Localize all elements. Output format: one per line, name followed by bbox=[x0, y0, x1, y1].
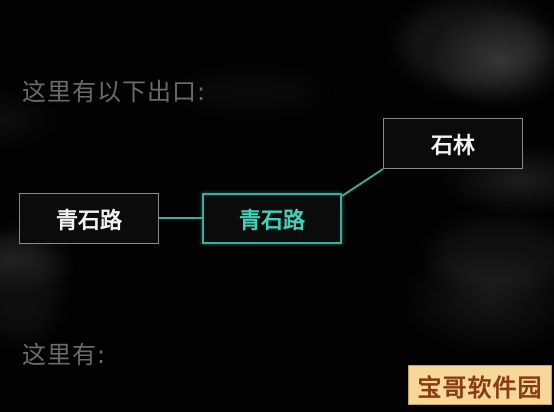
exits-heading: 这里有以下出口: bbox=[22, 78, 207, 106]
current-location-node[interactable]: 青石路 bbox=[202, 193, 342, 244]
watermark-text: 宝哥软件园 bbox=[417, 372, 543, 402]
exit-node-label: 青石路 bbox=[55, 208, 122, 234]
here-heading: 这里有: bbox=[22, 341, 107, 369]
smoke-decoration bbox=[180, 72, 320, 112]
smoke-decoration bbox=[400, 0, 550, 90]
exit-node-shilin[interactable]: 石林 bbox=[383, 118, 523, 169]
exit-node-qingshilu-left[interactable]: 青石路 bbox=[19, 193, 159, 244]
exit-node-label: 石林 bbox=[430, 133, 475, 159]
current-location-label: 青石路 bbox=[238, 208, 305, 234]
smoke-decoration bbox=[430, 220, 554, 290]
link-center-top bbox=[341, 168, 384, 197]
watermark-logo: 宝哥软件园 bbox=[408, 365, 552, 405]
